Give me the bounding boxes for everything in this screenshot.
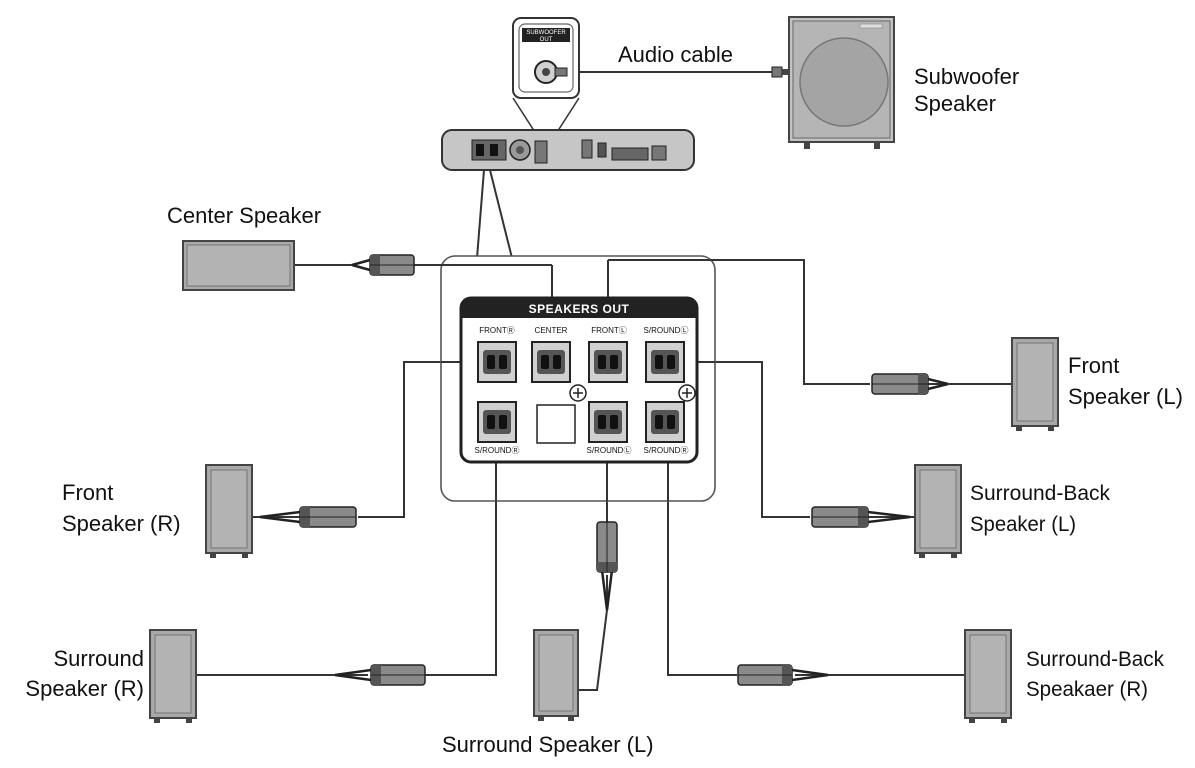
surround-back-left-label-line2: Speaker (L) xyxy=(970,513,1076,536)
surround-back-left-label-line1: Surround-Back xyxy=(970,482,1110,505)
terminal-label-surround-back-l: S/ROUNDⓁ xyxy=(644,326,689,335)
surround-right-label-line1: Surround xyxy=(53,646,144,671)
surround-right-connector xyxy=(334,664,426,686)
receiver-unit-icon xyxy=(441,129,695,171)
jack-label-line1: SUBWOOFER xyxy=(526,30,566,36)
subwoofer-cable-plug xyxy=(771,66,788,78)
terminal-label-front-l: FRONTⓁ xyxy=(591,326,627,335)
screw-icon xyxy=(569,384,696,402)
subwoofer-label-line1: Subwoofer xyxy=(914,64,1019,89)
surround-left-speaker-icon xyxy=(533,629,579,721)
front-right-label-line1: Front xyxy=(62,480,113,505)
zoom-callout-lines xyxy=(476,169,513,259)
audio-cable-label: Audio cable xyxy=(618,42,733,67)
center-speaker-icon xyxy=(182,240,295,291)
cable-connectors xyxy=(259,254,949,686)
subwoofer-speaker-icon xyxy=(788,16,895,149)
surround-left-label: Surround Speaker (L) xyxy=(442,732,654,757)
front-left-label-line2: Speaker (L) xyxy=(1068,384,1183,409)
terminal-label-center: CENTER xyxy=(535,326,568,335)
terminal-label-surround-l: S/ROUNDⓁ xyxy=(587,446,632,455)
front-left-speaker-icon xyxy=(1011,337,1059,431)
terminal-label-surround-r: S/ROUNDⓇ xyxy=(475,446,520,455)
surround-back-left-connector xyxy=(811,506,911,528)
surround-back-right-speaker-icon xyxy=(964,629,1012,723)
panel-title: SPEAKERS OUT xyxy=(529,302,630,316)
blank-plate xyxy=(536,404,576,444)
front-right-label-line2: Speaker (R) xyxy=(62,511,181,536)
zoom-box-top-wires xyxy=(441,259,715,266)
front-right-speaker-icon xyxy=(205,464,253,558)
surround-left-connector xyxy=(596,521,618,611)
subwoofer-label-line2: Speaker xyxy=(914,91,996,116)
speakers xyxy=(149,240,1059,723)
terminal-surround-l xyxy=(588,401,628,443)
center-speaker-label: Center Speaker xyxy=(167,203,321,228)
surround-back-right-connector xyxy=(737,664,829,686)
surround-back-right-label-line2: Speakaer (R) xyxy=(1026,678,1148,701)
terminal-front-r xyxy=(477,341,517,383)
terminal-label-front-r: FRONTⓇ xyxy=(479,326,515,335)
terminal-front-l xyxy=(588,341,628,383)
front-left-connector xyxy=(871,373,949,395)
terminal-center xyxy=(531,341,571,383)
labels: Audio cable Subwoofer Speaker Center Spe… xyxy=(25,42,1183,757)
surround-back-right-label-line1: Surround-Back xyxy=(1026,648,1164,671)
surround-right-label-line2: Speaker (R) xyxy=(25,676,144,701)
center-connector xyxy=(351,254,415,276)
terminal-surround-back-l xyxy=(645,341,685,383)
front-left-label-line1: Front xyxy=(1068,353,1119,378)
subwoofer-out-jack-callout: SUBWOOFER OUT xyxy=(512,17,580,141)
jack-label-line2: OUT xyxy=(540,37,553,43)
terminal-surround-back-r xyxy=(645,401,685,443)
front-right-connector xyxy=(259,506,357,528)
surround-back-left-speaker-icon xyxy=(914,464,962,558)
surround-right-speaker-icon xyxy=(149,629,197,723)
terminal-surround-r xyxy=(477,401,517,443)
terminal-label-surround-back-r: S/ROUNDⓇ xyxy=(644,446,689,455)
speakers-out-panel: SPEAKERS OUT FRONTⓇ CENTER FRONTⓁ S/ROUN… xyxy=(459,296,699,464)
